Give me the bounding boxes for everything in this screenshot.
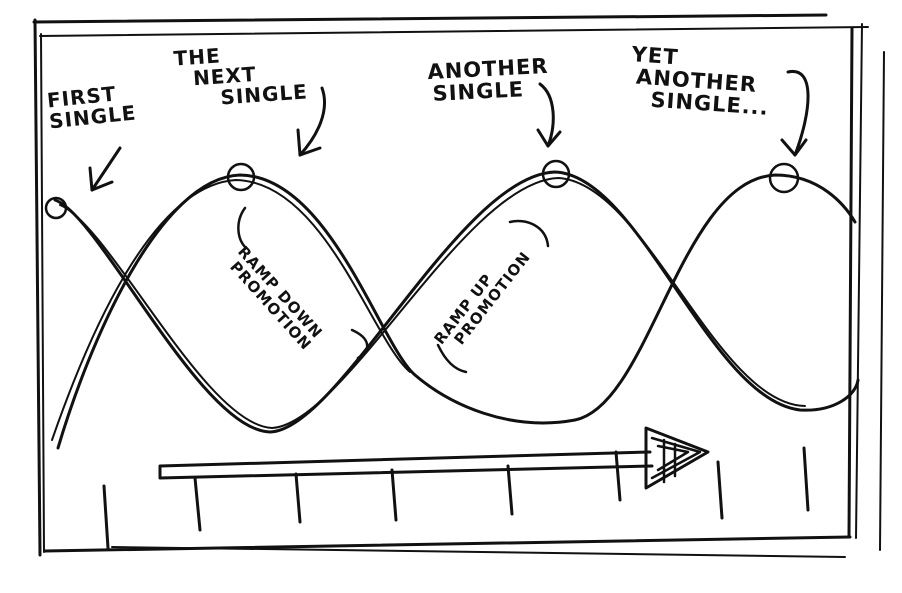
pointer-arrows <box>88 70 810 192</box>
marker-yet-another-single <box>768 162 800 194</box>
label-yet-another-single: YET ANOTHER SINGLE... <box>628 42 773 120</box>
arrow-first-single <box>90 146 122 192</box>
timeline-arrow-head <box>644 426 710 490</box>
ramp-up-bracket <box>508 219 550 248</box>
marker-next-single <box>226 162 256 192</box>
timeline-ticks <box>102 446 810 550</box>
timeline <box>102 426 810 550</box>
marker-another-single <box>541 159 571 189</box>
arrow-yet-another-single <box>786 70 810 157</box>
timeline-arrow-shaft <box>158 450 654 480</box>
arrow-another-single <box>538 82 555 148</box>
frame <box>32 13 885 558</box>
arrow-next-single <box>298 86 327 157</box>
wave-peaks-curve <box>53 170 860 434</box>
wave-peaks-curve-echo <box>59 177 806 429</box>
label-another-single: ANOTHER SINGLE <box>427 54 550 106</box>
wave-promotion-curve-echo <box>51 179 411 441</box>
single-markers <box>44 159 800 220</box>
marker-first-single <box>44 196 68 220</box>
label-first-single: FIRST SINGLE <box>46 81 138 133</box>
label-next-single: THE NEXT SINGLE <box>173 39 309 111</box>
ramp-down-bracket <box>237 206 248 250</box>
